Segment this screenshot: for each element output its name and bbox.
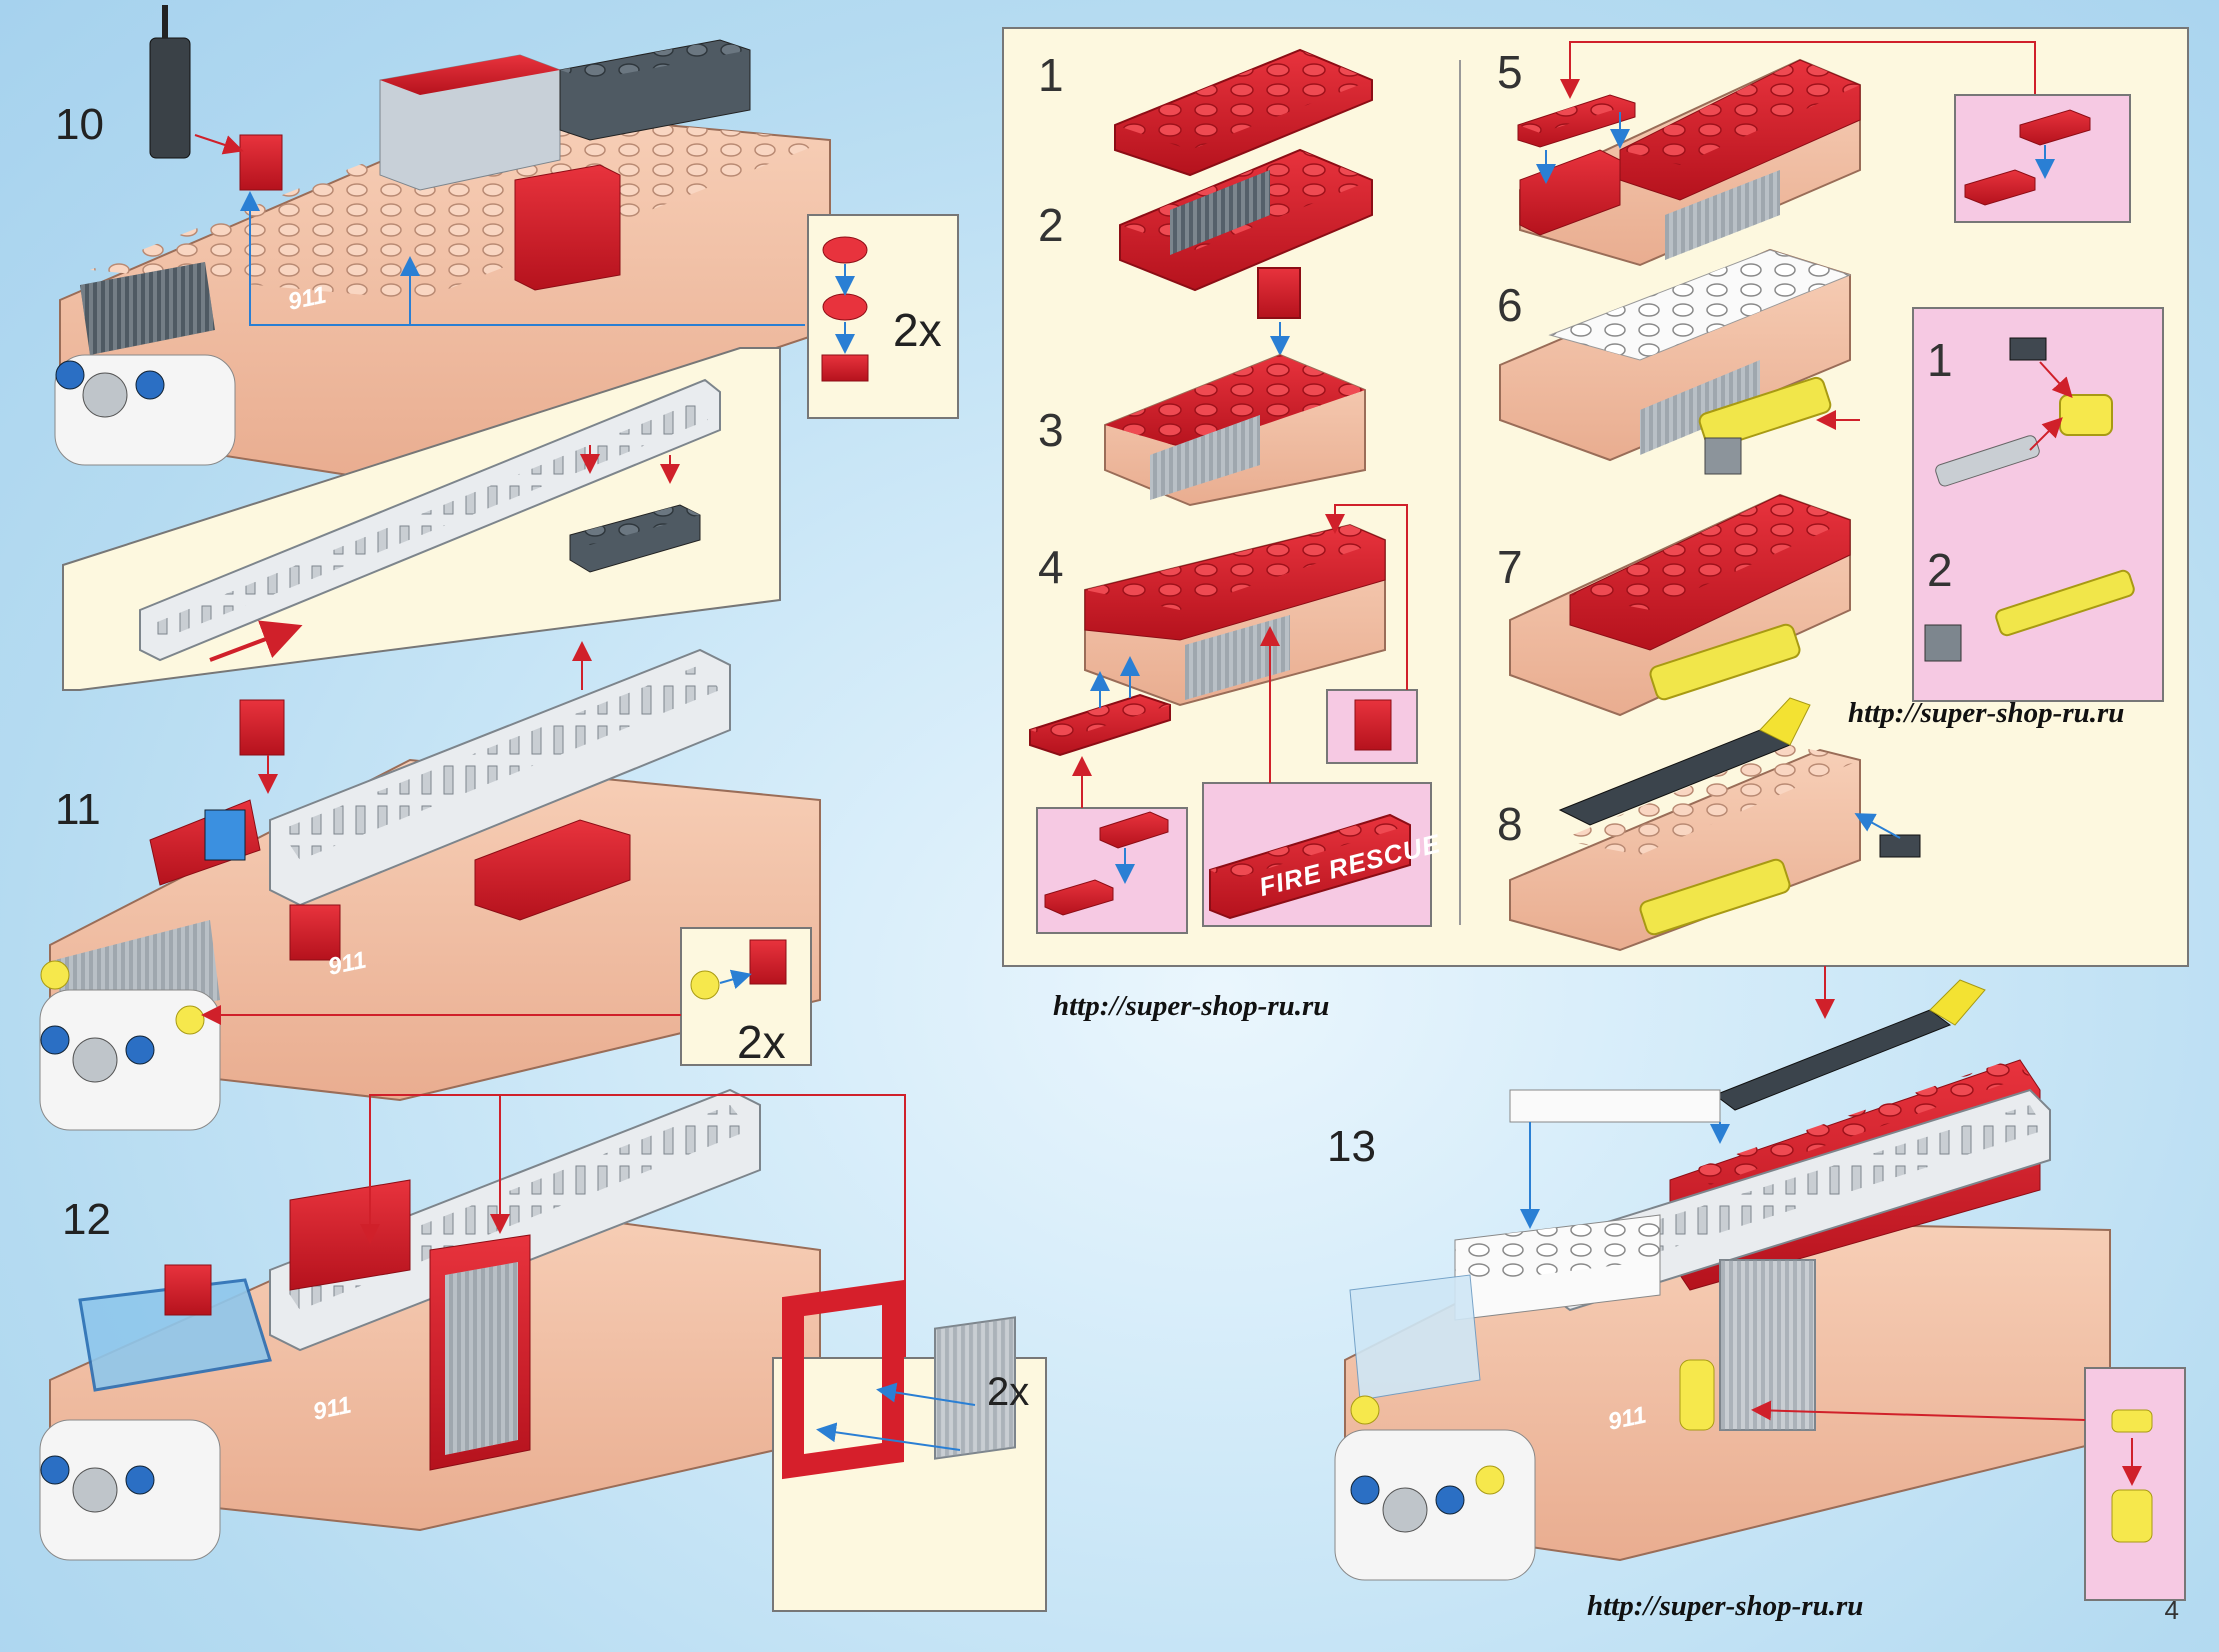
website-url-right[interactable]: http://super-shop-ru.ru	[1848, 697, 2125, 729]
sub-step-number-8: 8	[1497, 798, 1523, 850]
sub-step-number-3: 3	[1038, 404, 1064, 456]
step-number-10: 10	[55, 100, 104, 149]
website-url-bottom[interactable]: http://super-shop-ru.ru	[1587, 1590, 1864, 1622]
sub-step-4-detail-boxes	[1036, 504, 1432, 934]
multiplier-step-10: 2x	[893, 304, 942, 356]
sub-step-number-2: 2	[1038, 199, 1064, 251]
sub-step-number-7: 7	[1497, 541, 1523, 593]
sub-step-6-assembly	[1499, 248, 1860, 475]
sub-step-6-detail-box	[1912, 307, 2164, 702]
step-number-11: 11	[55, 785, 101, 834]
sub-step-3-assembly	[1104, 267, 1366, 507]
sub-step-number-4: 4	[1038, 541, 1064, 593]
step-12-truck: 911	[39, 1088, 906, 1561]
detail-step-number-2: 2	[1927, 544, 1953, 596]
website-url-middle[interactable]: http://super-shop-ru.ru	[1053, 990, 1330, 1022]
step-13-detail-box	[1751, 1367, 2186, 1601]
multiplier-step-11: 2x	[737, 1016, 786, 1068]
step-12-detail-box	[772, 1279, 1047, 1612]
step-11-detail-box	[201, 927, 812, 1066]
step-13-truck: 911	[1334, 979, 2111, 1581]
sub-step-8-assembly	[1509, 697, 1921, 952]
sub-step-7-assembly	[1509, 493, 1851, 717]
sub-step-2-assembly	[1119, 148, 1373, 292]
sub-step-5-assembly	[1517, 41, 2131, 267]
sub-step-4-assembly	[1029, 523, 1386, 757]
step-number-13: 13	[1327, 1122, 1376, 1171]
multiplier-step-12: 2x	[987, 1370, 1030, 1414]
page-number: 4	[2164, 1595, 2179, 1625]
step-number-12: 12	[62, 1195, 111, 1244]
sub-step-number-5: 5	[1497, 46, 1523, 98]
step-10-detail-box	[807, 214, 959, 419]
ladder-detail-box	[62, 347, 781, 691]
sub-step-number-6: 6	[1497, 279, 1523, 331]
sub-step-1-plate	[1114, 48, 1373, 177]
detail-step-number-1: 1	[1927, 334, 1953, 386]
sub-step-number-1: 1	[1038, 49, 1064, 101]
